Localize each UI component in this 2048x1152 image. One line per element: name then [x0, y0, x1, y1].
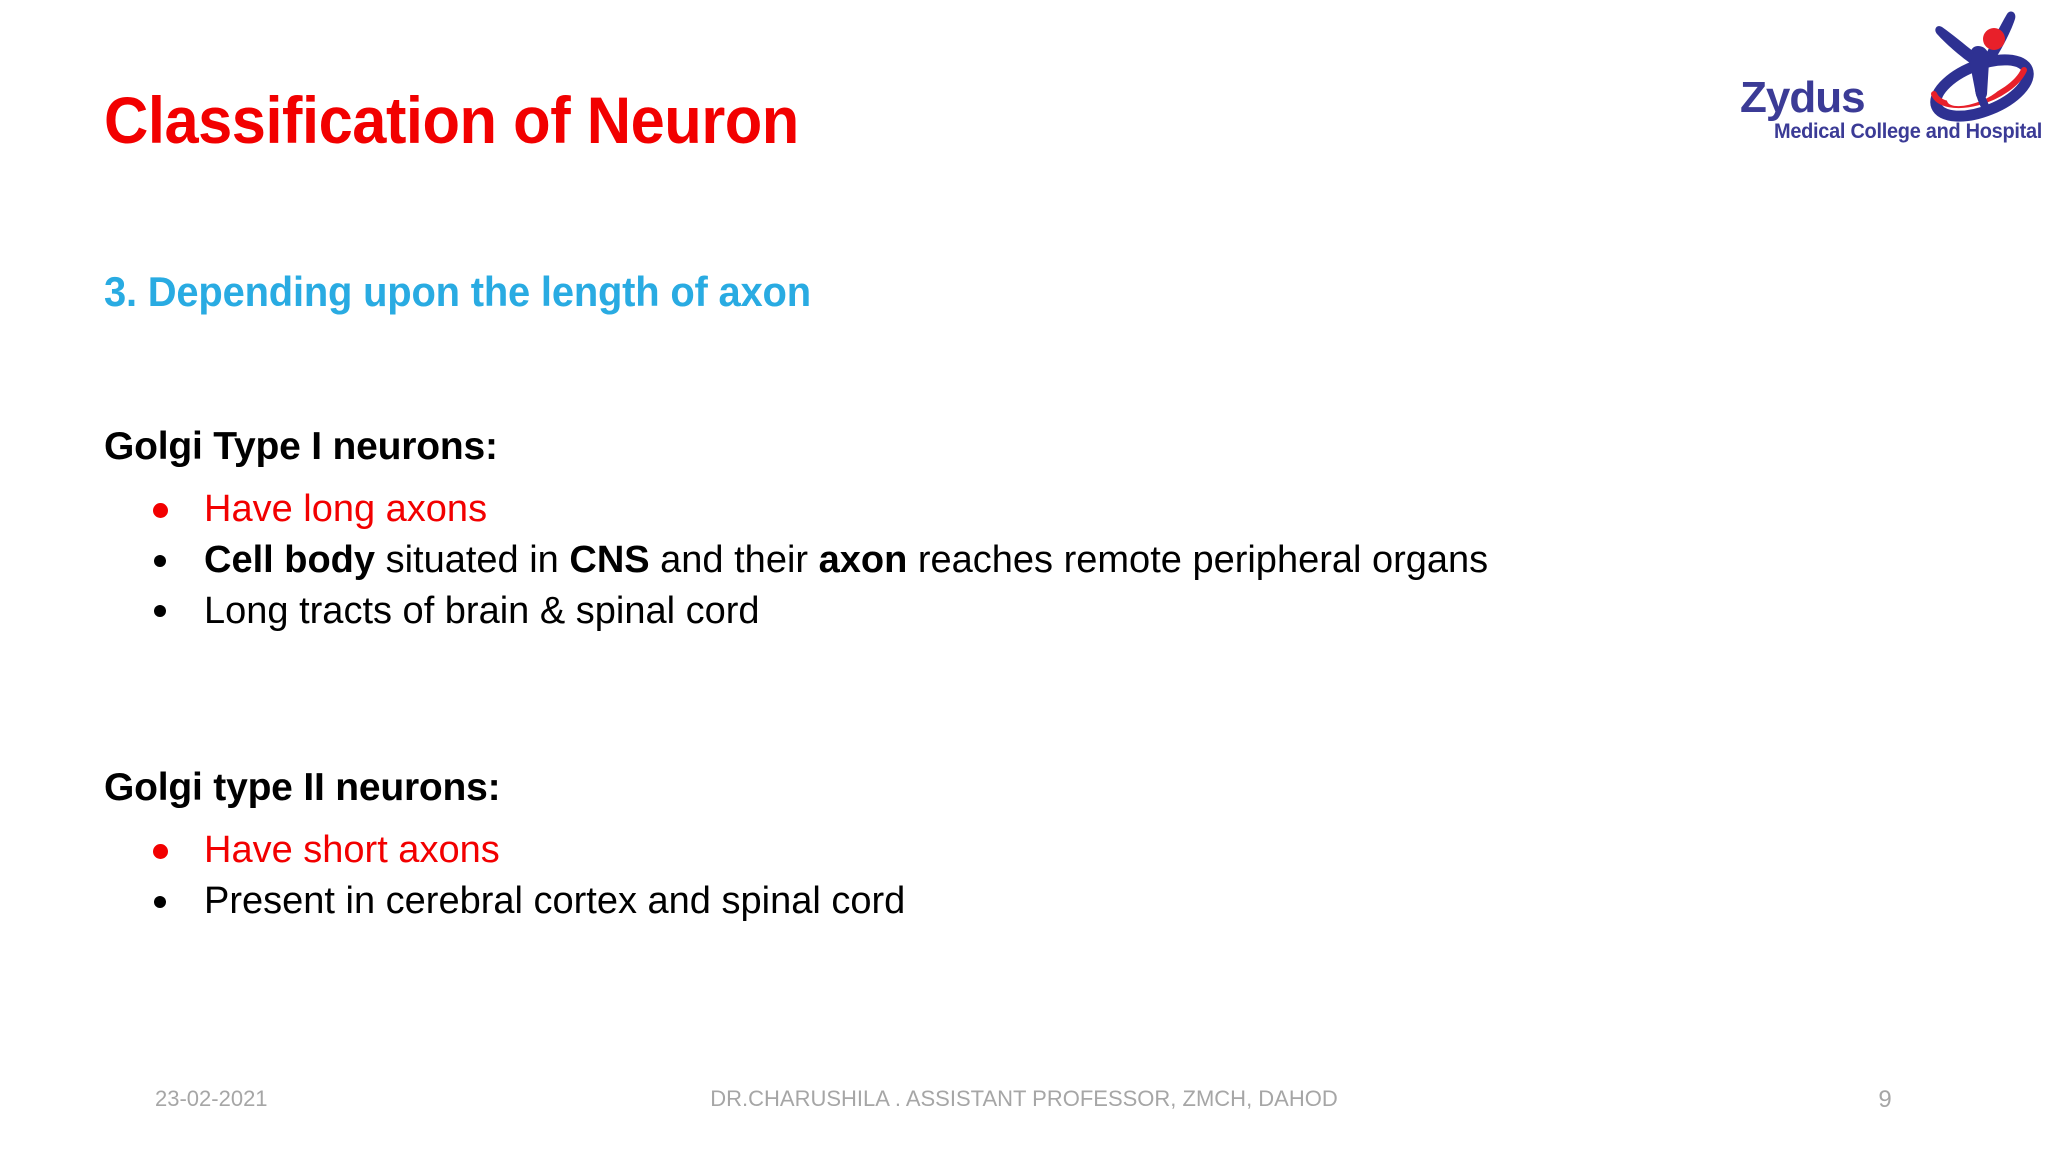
footer-date: 23-02-2021 [155, 1086, 268, 1111]
list-item: Present in cerebral cortex and spinal co… [104, 876, 905, 927]
page-title: Classification of Neuron [104, 83, 799, 157]
logo-tagline: Medical College and Hospital [1774, 120, 2043, 143]
list-item: Have short axons [104, 825, 905, 876]
list-item-text: situated in [375, 538, 570, 581]
footer-page-number: 9 [1878, 1086, 1892, 1113]
list-item-text: reaches remote peripheral organs [907, 538, 1489, 581]
logo-wordmark: Zydus [1740, 73, 1866, 122]
bullet-dot-icon [154, 554, 166, 567]
list-item-text: Present in cerebral cortex and spinal co… [204, 879, 906, 922]
bullet-dot-icon [154, 605, 166, 618]
bullet-dot-icon [153, 843, 168, 859]
list-item-text: Have short axons [204, 828, 500, 871]
section-subtitle: 3. Depending upon the length of axon [104, 268, 811, 315]
section-heading: Golgi type II neurons: [104, 766, 501, 809]
bullet-dot-icon [154, 895, 166, 908]
section-heading: Golgi Type I neurons: [104, 425, 498, 468]
list-item-text: Long tracts of brain & spinal cord [204, 589, 760, 632]
footer-attribution: DR.CHARUSHILA . ASSISTANT PROFESSOR, ZMC… [710, 1086, 1338, 1111]
list-item: Cell body situated in CNS and their axon… [104, 535, 1488, 586]
list-item-text: and their [649, 538, 819, 581]
zydus-logo: Zydus Medical College and Hospital [1738, 6, 2042, 154]
list-item: Long tracts of brain & spinal cord [104, 586, 1488, 637]
emphasised-text: Cell body [204, 538, 376, 581]
bullet-dot-icon [153, 502, 168, 518]
list-item: Have long axons [104, 484, 1488, 535]
emphasised-text: axon [818, 538, 908, 581]
list-item-text: Have long axons [204, 487, 488, 530]
emphasised-text: CNS [569, 538, 650, 581]
zydus-figure-icon [1930, 11, 2034, 122]
